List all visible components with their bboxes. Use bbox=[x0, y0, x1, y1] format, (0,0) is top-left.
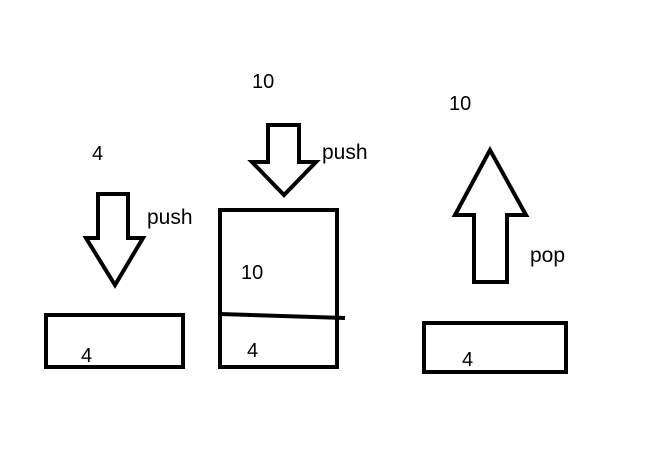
step-2-incoming-value: 10 bbox=[252, 71, 274, 93]
down-arrow-icon bbox=[82, 192, 147, 289]
step-3-pop: 10 pop 4 bbox=[422, 93, 568, 374]
down-arrow-icon bbox=[247, 123, 321, 198]
step-3-stack-box bbox=[422, 321, 568, 374]
step-2-stack-top-item: 10 bbox=[241, 262, 263, 284]
step-1-stack-box bbox=[44, 313, 185, 369]
step-3-stack-item: 4 bbox=[462, 349, 473, 371]
step-1-push: 4 push 4 bbox=[44, 143, 193, 369]
step-1-incoming-value: 4 bbox=[92, 143, 103, 165]
stack-divider bbox=[219, 312, 346, 320]
step-2-stack-box bbox=[218, 208, 339, 369]
step-2-operation-label: push bbox=[322, 141, 368, 164]
step-3-outgoing-value: 10 bbox=[449, 93, 471, 115]
up-arrow-icon bbox=[451, 145, 530, 284]
step-2-push: 10 push 10 4 bbox=[218, 71, 368, 369]
step-3-operation-label: pop bbox=[530, 244, 565, 267]
step-2-stack-bottom-item: 4 bbox=[247, 340, 258, 362]
step-1-operation-label: push bbox=[147, 206, 193, 229]
step-1-stack-item: 4 bbox=[81, 345, 92, 367]
